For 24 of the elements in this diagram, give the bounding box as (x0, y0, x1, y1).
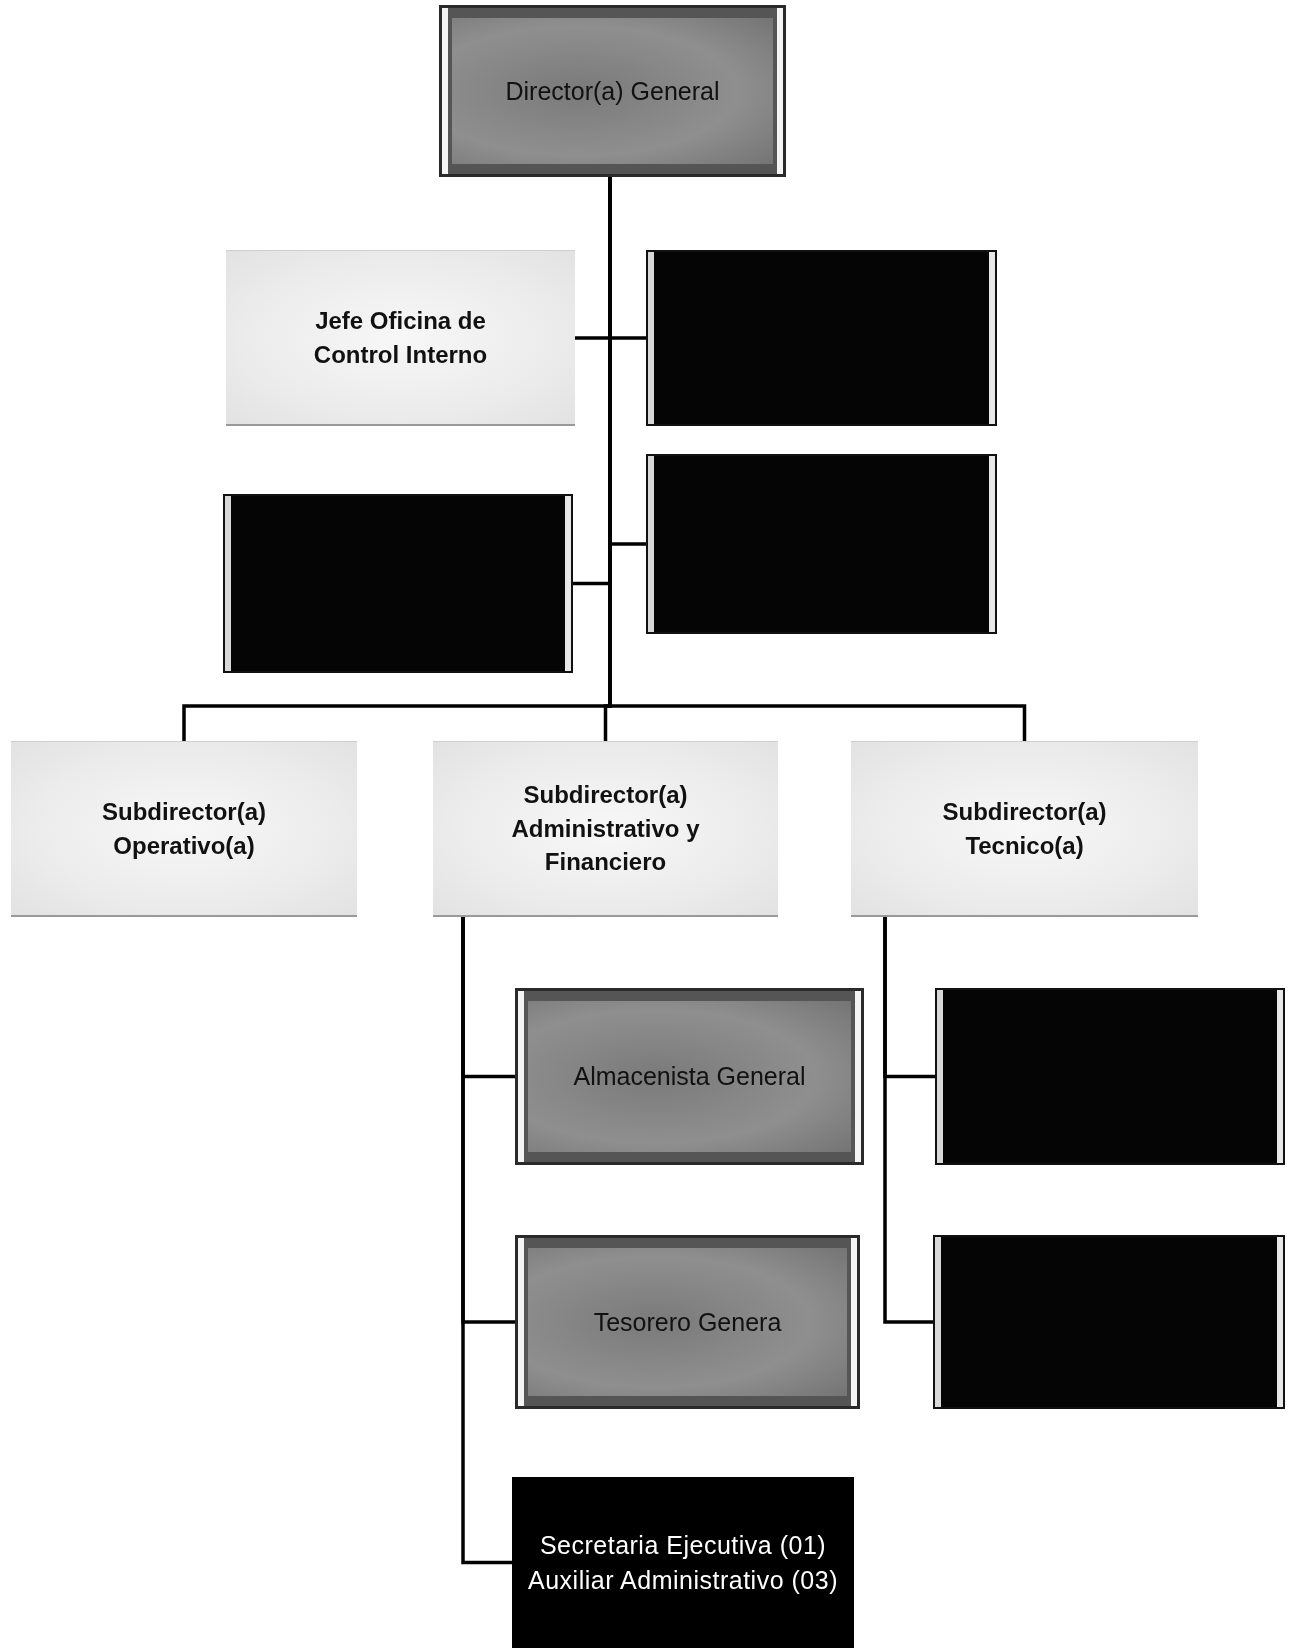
position-title: Jefe Oficina de Control Interno (312, 305, 489, 370)
position-title: Subdirector(a) Tecnico(a) (941, 796, 1108, 861)
position-box (646, 454, 997, 634)
connector-line (461, 917, 512, 1565)
position-box (223, 494, 573, 673)
position-title: Subdirector(a) Administrativo y Financiero (510, 780, 701, 878)
position-box (11, 741, 357, 917)
position-box (935, 988, 1285, 1165)
position-box (851, 741, 1198, 917)
position-box (646, 250, 997, 426)
connector-line (883, 917, 933, 1324)
position-box (433, 741, 778, 917)
position-box (439, 5, 786, 177)
position-title: Almacenista General (573, 1061, 806, 1092)
position-box (515, 1235, 860, 1409)
position-title: Secretaria Ejecutiva (01) (539, 1529, 827, 1561)
position-title: Auxiliar Administrativo (03) (528, 1564, 838, 1596)
position-box (226, 250, 575, 426)
position-title: Tesorero Genera (593, 1306, 782, 1338)
position-box (515, 988, 864, 1165)
position-box (512, 1477, 854, 1648)
position-title: Director(a) General (505, 75, 720, 107)
position-title: Subdirector(a) Operativo(a) (101, 796, 267, 861)
position-box (933, 1235, 1285, 1409)
